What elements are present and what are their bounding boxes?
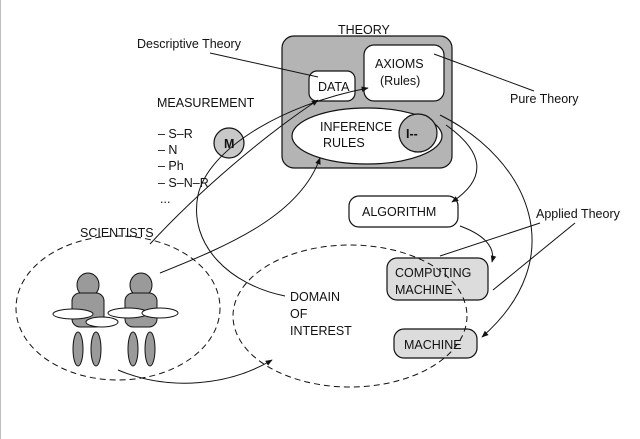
measurement-label: MEASUREMENT xyxy=(157,96,255,110)
axioms-label: AXIOMS xyxy=(375,57,424,71)
left-border xyxy=(0,0,1,439)
scientists-to-domain-arrow xyxy=(117,359,273,384)
domain-of-interest-region xyxy=(232,244,468,388)
algorithm-to-computing-arrow xyxy=(459,225,497,263)
computing-machine-label: MACHINE xyxy=(395,283,453,297)
axioms-rules-label: (Rules) xyxy=(380,74,420,88)
applied-theory-pointer xyxy=(492,222,576,291)
turnstile-symbol: I-- xyxy=(406,127,418,141)
measurement-m-symbol: M xyxy=(224,137,234,151)
measurement-m-circle xyxy=(213,127,245,159)
rules-label: RULES xyxy=(323,136,365,150)
inference-label: INFERENCE xyxy=(320,120,392,134)
applied-theory-pointer xyxy=(439,222,541,257)
descriptive-theory-label: Descriptive Theory xyxy=(137,37,242,51)
measurement-item: – Ph xyxy=(158,159,184,173)
measurement-item: – S–R xyxy=(158,127,193,141)
domain-label: DOMAIN xyxy=(290,290,340,304)
applied-theory-label: Applied Theory xyxy=(536,207,621,221)
machine-label: MACHINE xyxy=(404,338,462,352)
pure-theory-pointer xyxy=(433,53,535,92)
computing-label: COMPUTING xyxy=(395,266,471,280)
domain-interest-label: INTEREST xyxy=(290,324,352,338)
domain-to-axioms-arrow xyxy=(196,86,369,297)
measurement-item: ... xyxy=(160,192,170,206)
scientists-to-inference-arrow xyxy=(159,157,321,274)
machine-box xyxy=(393,328,478,359)
scientists-to-data-arrow xyxy=(149,99,319,245)
scientist-figure-left xyxy=(52,272,119,367)
theory-to-machine-arrow xyxy=(439,114,533,338)
turnstile-circle xyxy=(398,113,438,153)
measurement-item: – S–N–R xyxy=(158,176,209,190)
algorithm-box xyxy=(348,195,459,228)
theory-to-algorithm-arrow xyxy=(445,124,478,203)
computing-machine-box xyxy=(386,257,489,301)
scientists-region xyxy=(15,235,221,381)
axioms-box xyxy=(363,44,445,102)
scientists-label: SCIENTISTS xyxy=(80,226,154,240)
scientist-figure-right xyxy=(107,272,179,367)
measurement-item: – N xyxy=(158,143,177,157)
descriptive-theory-pointer xyxy=(209,52,319,78)
algorithm-label: ALGORITHM xyxy=(362,205,436,219)
data-box-label: DATA xyxy=(318,80,350,94)
theory-title: THEORY xyxy=(338,23,391,37)
pure-theory-label: Pure Theory xyxy=(510,92,579,106)
domain-of-label: OF xyxy=(290,307,308,321)
